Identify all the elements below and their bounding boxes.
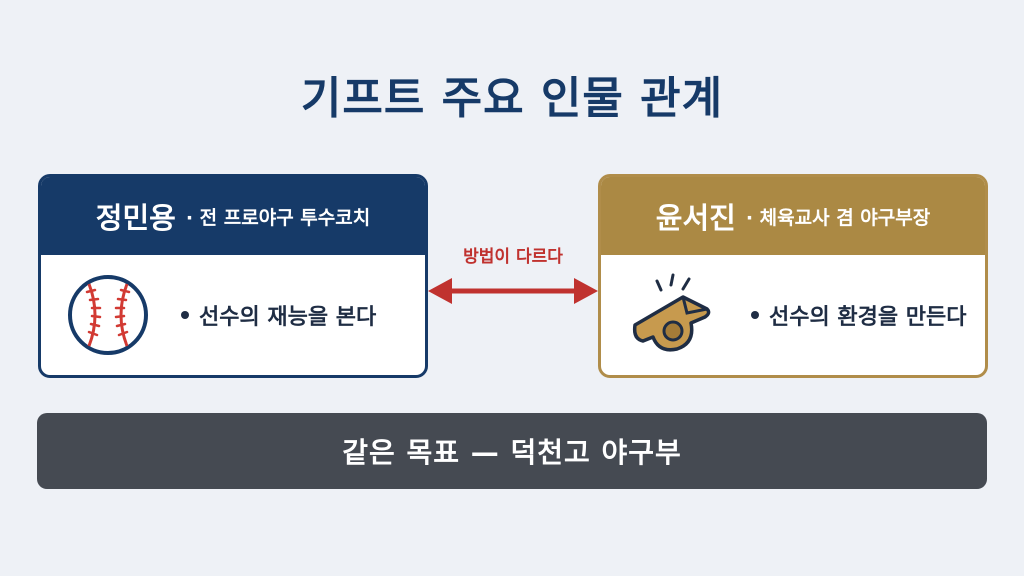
shared-goal-banner: 같은 목표 — 덕천고 야구부: [37, 413, 987, 489]
card-header: 윤서진 · 체육교사 겸 야구부장: [601, 177, 985, 255]
double-arrow-icon: [428, 278, 598, 304]
card-text: 선수의 재능을 본다: [181, 299, 376, 331]
person-name: 윤서진: [655, 201, 736, 235]
card-text: 선수의 환경을 만든다: [751, 299, 966, 331]
baseball-icon: [68, 275, 148, 355]
page-title: 기프트 주요 인물 관계: [300, 73, 724, 124]
card-body: 선수의 재능을 본다: [41, 255, 425, 375]
card-jeong-minyong: 정민용 · 전 프로야구 투수코치 선수의 재능을 본다: [38, 174, 428, 378]
bullet-icon: [751, 311, 759, 319]
card-header: 정민용 · 전 프로야구 투수코치: [41, 177, 425, 255]
whistle-icon: [632, 273, 711, 352]
card-yoon-seojin: 윤서진 · 체육교사 겸 야구부장 선수의 환경을 만든다: [598, 174, 988, 378]
card-text-label: 선수의 재능을 본다: [199, 305, 377, 330]
person-name: 정민용: [95, 201, 176, 235]
person-role: · 전 프로야구 투수코치: [185, 206, 371, 229]
bullet-icon: [181, 311, 189, 319]
card-text-label: 선수의 환경을 만든다: [769, 305, 967, 330]
relation-label: 방법이 다르다: [463, 247, 563, 267]
person-role: · 체육교사 겸 야구부장: [745, 206, 931, 229]
card-body: 선수의 환경을 만든다: [601, 255, 985, 375]
